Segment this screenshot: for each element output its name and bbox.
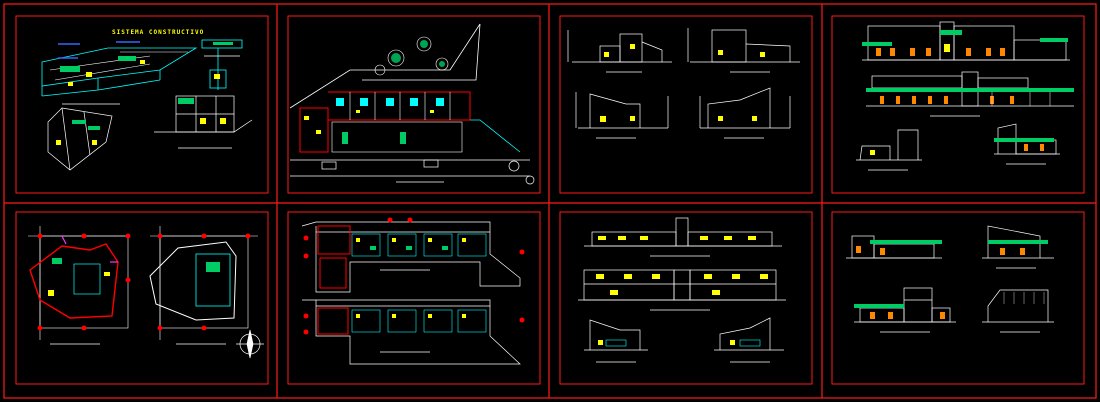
panel-floor-plans-unit — [28, 226, 264, 359]
viewport-borders — [15, 15, 1085, 385]
panel-elevations-1 — [856, 21, 1074, 171]
panel-isometric-construction-system: SISTEMA CONSTRUCTIVO — [41, 29, 253, 171]
panel-elevations-2 — [578, 217, 786, 363]
sheet-frame — [3, 3, 1097, 399]
panel-site-plan — [289, 23, 535, 185]
panel-elevations-3 — [846, 225, 1054, 333]
panel-sections-1 — [567, 28, 800, 139]
panel-floor-plans-block — [301, 217, 525, 365]
panel-title: SISTEMA CONSTRUCTIVO — [112, 29, 204, 36]
north-arrow-icon — [236, 329, 264, 359]
